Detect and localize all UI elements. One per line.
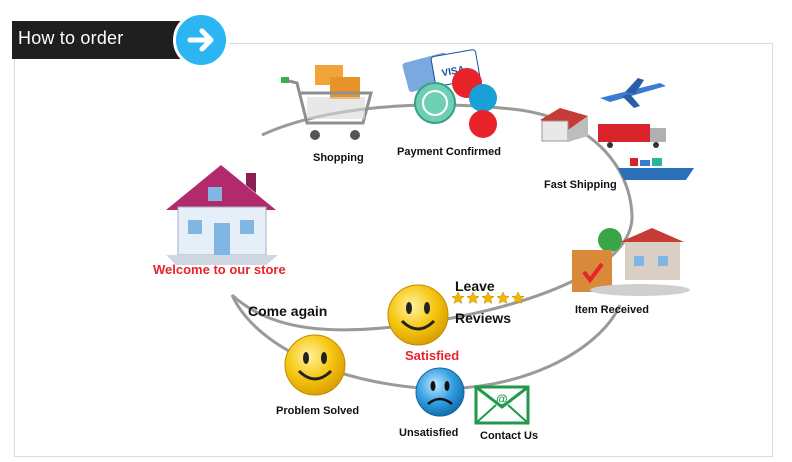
payment-confirmed-label: Payment Confirmed (397, 146, 501, 158)
reviews-label: Reviews (455, 310, 512, 326)
truck-icon (598, 124, 666, 148)
content-frame (14, 43, 773, 457)
warehouse-icon (540, 108, 588, 142)
shopping-label: Shopping (313, 152, 364, 164)
leave-label: Leave (455, 278, 495, 294)
credit-cards-icon: VISA (402, 49, 497, 138)
sad-smiley-icon (415, 367, 465, 417)
fast-shipping-label: Fast Shipping (544, 179, 617, 191)
problem-solved-smiley-icon (284, 334, 346, 396)
happy-smiley-icon (387, 284, 449, 346)
svg-text:@: @ (496, 392, 508, 406)
satisfied-label: Satisfied (405, 348, 460, 363)
shopping-cart-icon (281, 65, 373, 140)
welcome-label: Welcome to our store (153, 262, 286, 277)
delivered-house-icon (572, 228, 690, 296)
item-received-label: Item Received (575, 304, 649, 316)
contact-envelope-icon: @ (474, 385, 530, 425)
come-again-label: Come again (248, 303, 328, 319)
header-banner: How to order (12, 21, 202, 59)
cargo-ship-icon (618, 158, 694, 180)
problem-solved-label: Problem Solved (276, 405, 360, 417)
house-icon (166, 165, 278, 265)
five-star-rating (451, 291, 525, 304)
page-title: How to order (18, 28, 124, 48)
unsatisfied-label: Unsatisfied (399, 427, 459, 439)
arrow-right-icon (173, 12, 229, 68)
airplane-icon (600, 78, 666, 108)
contact-us-label: Contact Us (480, 430, 539, 442)
